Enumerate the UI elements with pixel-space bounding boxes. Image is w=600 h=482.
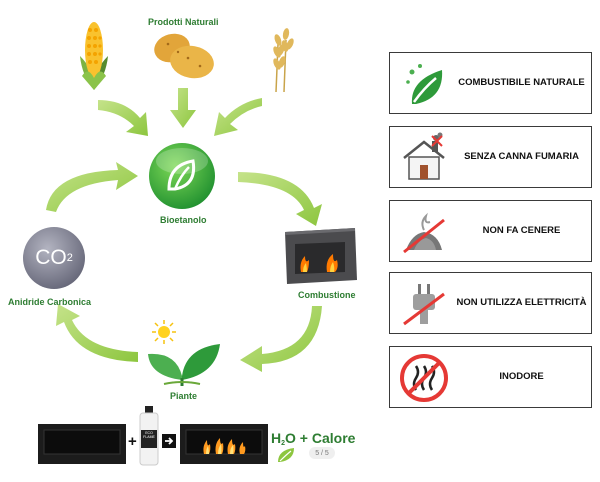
feature-title: COMBUSTIBILE NATURALE — [458, 77, 585, 89]
feature-card-senza-canna-fumaria: SENZA CANNA FUMARIA — [389, 126, 592, 188]
h2o-calore-text: H2O + Calore — [271, 430, 356, 447]
feature-title: NON FA CENERE — [482, 225, 561, 237]
page-indicator[interactable]: 5 / 5 — [309, 447, 335, 459]
label-bioetanolo: Bioetanolo — [160, 215, 207, 225]
co2-icon — [23, 227, 85, 289]
feature-card-non-utilizza-elettricita: NON UTILIZZA ELETTRICITÀ — [389, 272, 592, 334]
label-prodotti-naturali: Prodotti Naturali — [148, 17, 219, 27]
fuel-bottle-icon — [139, 406, 159, 466]
fireplace-off-icon — [38, 424, 126, 464]
feature-card-non-fa-cenere: NON FA CENERE — [389, 200, 592, 262]
small-leaf-icon — [278, 448, 294, 462]
fireplace-icon — [285, 228, 357, 284]
plus-icon: + — [128, 433, 137, 450]
label-combustione: Combustione — [298, 290, 356, 300]
feature-title: SENZA CANNA FUMARIA — [464, 151, 579, 163]
wheat-icon — [273, 28, 294, 92]
feature-title: INODORE — [499, 371, 544, 383]
potatoes-icon — [154, 33, 214, 79]
label-piante: Piante — [170, 391, 198, 401]
corn-icon — [80, 22, 108, 90]
bottle-label: ECO FLAME — [143, 431, 155, 439]
label-anidride-carbonica: Anidride Carbonica — [8, 297, 92, 307]
feature-card-combustibile-naturale: COMBUSTIBILE NATURALE — [389, 52, 592, 114]
no-ash-icon — [403, 212, 445, 254]
bioethanol-icon — [149, 143, 215, 209]
feature-card-inodore: INODORE — [389, 346, 592, 408]
no-odor-icon — [400, 354, 448, 402]
feature-title: NON UTILIZZA ELETTRICITÀ — [456, 297, 587, 309]
house-chimney-icon — [403, 132, 445, 180]
no-plug-icon — [403, 284, 445, 326]
arrow-right-icon — [162, 434, 176, 448]
fireplace-lit-icon — [180, 424, 268, 464]
plant-icon — [148, 320, 220, 386]
leaf-icon — [406, 64, 443, 104]
